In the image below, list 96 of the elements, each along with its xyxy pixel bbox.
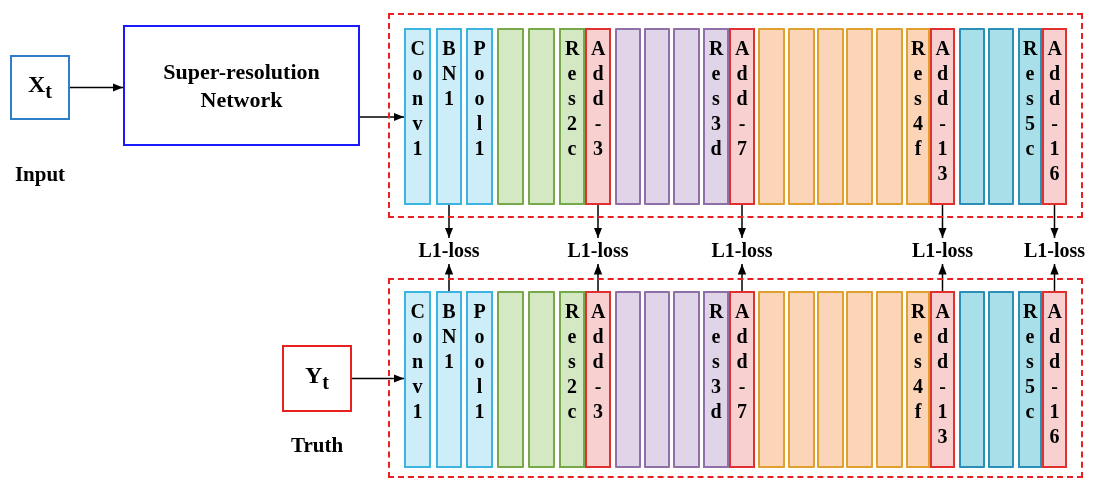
layer-label: BN1 [442, 36, 456, 111]
layer-bar [846, 291, 873, 468]
loss-label: L1-loss [556, 238, 640, 264]
layer-bar [528, 291, 555, 468]
layer-bar [1018, 291, 1042, 468]
layer-bar [615, 291, 641, 468]
layer-bar [673, 291, 700, 468]
truth-box [282, 345, 352, 412]
layer-label: Pool1 [472, 299, 487, 424]
layer-label: Add-16 [1047, 299, 1062, 449]
arrow [938, 263, 947, 292]
layer-label: Add-7 [735, 36, 749, 161]
network-box [123, 25, 360, 146]
arrow [444, 263, 454, 292]
layer-bar [817, 28, 844, 205]
dashed-group-frame [388, 278, 1083, 478]
layer-bar [585, 291, 611, 468]
arrow [359, 112, 405, 122]
layer-bar [644, 28, 670, 205]
layer-bar [497, 291, 524, 468]
layer-bar [559, 291, 585, 468]
layer-bar [1042, 28, 1067, 205]
layer-bar [930, 291, 955, 468]
node-label: Y$_{t}$ [305, 362, 329, 395]
layer-label: Res2c [565, 36, 579, 161]
layer-bar [703, 28, 729, 205]
input-box [10, 55, 70, 120]
layer-bar [466, 28, 493, 205]
layer-bar [673, 28, 700, 205]
layer-bar [817, 291, 844, 468]
layer-label: Add-16 [1047, 36, 1062, 186]
layer-label: Add-3 [591, 299, 605, 424]
layer-bar [988, 291, 1014, 468]
layer-bar [959, 291, 985, 468]
layer-label: Add-3 [591, 36, 605, 161]
layer-bar [466, 291, 493, 468]
layer-bar [906, 291, 930, 468]
layer-label: Conv1 [410, 299, 425, 424]
layer-bar [758, 291, 785, 468]
arrow [1050, 204, 1059, 239]
layer-label: Res5c [1023, 36, 1037, 161]
node-caption: Truth [290, 433, 344, 458]
layer-label: Conv1 [410, 36, 425, 161]
layer-label: Add-13 [935, 36, 950, 186]
layer-bar [644, 291, 670, 468]
layer-bar [959, 28, 985, 205]
layer-bar [528, 28, 555, 205]
layer-label: BN1 [442, 299, 456, 374]
layer-label: Res2c [565, 299, 579, 424]
layer-label: Add-7 [735, 299, 749, 424]
loss-label: L1-loss [1012, 238, 1096, 264]
layer-bar [876, 291, 903, 468]
layer-bar [404, 291, 431, 468]
arrow [1050, 263, 1059, 292]
node-label: Super-resolution Network [162, 57, 321, 114]
layer-bar [729, 291, 755, 468]
node-caption: Input [14, 162, 66, 187]
arrow [737, 263, 747, 292]
node-label: X$_{t}$ [28, 71, 52, 104]
dashed-group-frame [388, 13, 1083, 218]
loss-label: L1-loss [407, 238, 491, 264]
layer-bar [988, 28, 1014, 205]
layer-label: Res4f [911, 36, 925, 161]
layer-bar [703, 291, 729, 468]
layer-bar [846, 28, 873, 205]
layer-label: Res3d [709, 299, 723, 424]
layer-bar [1042, 291, 1067, 468]
layer-bar [615, 28, 641, 205]
arrow [593, 204, 603, 239]
layer-bar [404, 28, 431, 205]
layer-bar [788, 291, 815, 468]
arrow [69, 83, 124, 92]
layer-bar [906, 28, 930, 205]
arrow [593, 263, 603, 292]
layer-label: Add-13 [935, 299, 950, 449]
layer-label: Res4f [911, 299, 925, 424]
layer-bar [585, 28, 611, 205]
layer-bar [729, 28, 755, 205]
layer-bar [436, 291, 462, 468]
loss-label: L1-loss [900, 238, 985, 264]
layer-bar [497, 28, 524, 205]
layer-bar [1018, 28, 1042, 205]
loss-label: L1-loss [700, 238, 784, 264]
arrow [938, 204, 947, 239]
layer-label: Res5c [1023, 299, 1037, 424]
layer-label: Pool1 [472, 36, 487, 161]
arrow [444, 204, 454, 239]
layer-bar [930, 28, 955, 205]
layer-bar [758, 28, 785, 205]
layer-label: Res3d [709, 36, 723, 161]
layer-bar [559, 28, 585, 205]
layer-bar [876, 28, 903, 205]
layer-bar [436, 28, 462, 205]
layer-bar [788, 28, 815, 205]
arrow [737, 204, 747, 239]
arrow [351, 374, 405, 383]
